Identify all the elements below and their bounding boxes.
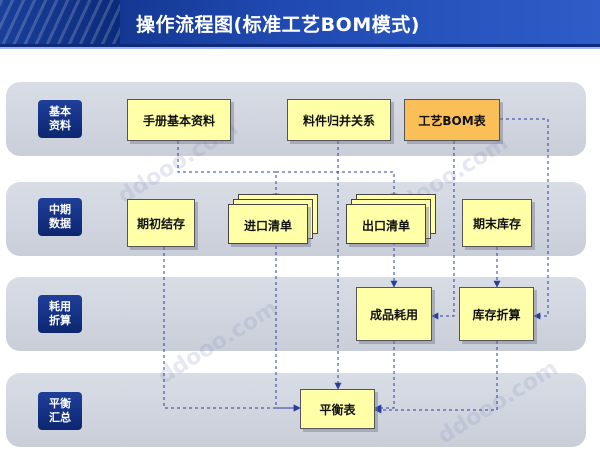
band-label-line2: 折算 xyxy=(49,314,71,327)
band-label-line2: 数据 xyxy=(49,217,71,230)
band-label-basic-data: 基本 资料 xyxy=(38,100,82,138)
export-list-label: 出口清单 xyxy=(361,219,410,233)
band-label-line2: 资料 xyxy=(49,119,71,132)
node-handbook-basic-data[interactable]: 手册基本资料 xyxy=(127,99,231,141)
node-stock-conversion[interactable]: 库存折算 xyxy=(459,287,534,341)
doc-sheet xyxy=(228,204,308,244)
title-divider-light xyxy=(0,47,600,49)
band-label-interim-data: 中期 数据 xyxy=(38,198,82,236)
band-label-line1: 基本 xyxy=(49,105,71,118)
node-process-bom[interactable]: 工艺BOM表 xyxy=(404,99,500,141)
node-product-consumption[interactable]: 成品耗用 xyxy=(356,287,432,341)
import-list-label: 进口清单 xyxy=(243,219,292,233)
node-closing-stock[interactable]: 期末库存 xyxy=(462,199,532,247)
title-decoration xyxy=(0,0,120,44)
node-balance-sheet[interactable]: 平衡表 xyxy=(300,389,375,429)
node-material-relation[interactable]: 料件归并关系 xyxy=(287,99,391,141)
band-label-line1: 平衡 xyxy=(49,397,71,410)
title-bar: 操作流程图(标准工艺BOM模式) xyxy=(0,0,600,44)
band-label-line1: 中期 xyxy=(49,203,71,216)
title-divider xyxy=(0,44,600,47)
band-label-balance: 平衡 汇总 xyxy=(38,392,82,430)
doc-sheet xyxy=(346,204,426,244)
band-label-consumption: 耗用 折算 xyxy=(38,295,82,333)
page-title: 操作流程图(标准工艺BOM模式) xyxy=(136,14,420,36)
node-opening-stock[interactable]: 期初结存 xyxy=(127,199,195,247)
band-label-line2: 汇总 xyxy=(49,411,71,424)
band-label-line1: 耗用 xyxy=(49,300,71,313)
